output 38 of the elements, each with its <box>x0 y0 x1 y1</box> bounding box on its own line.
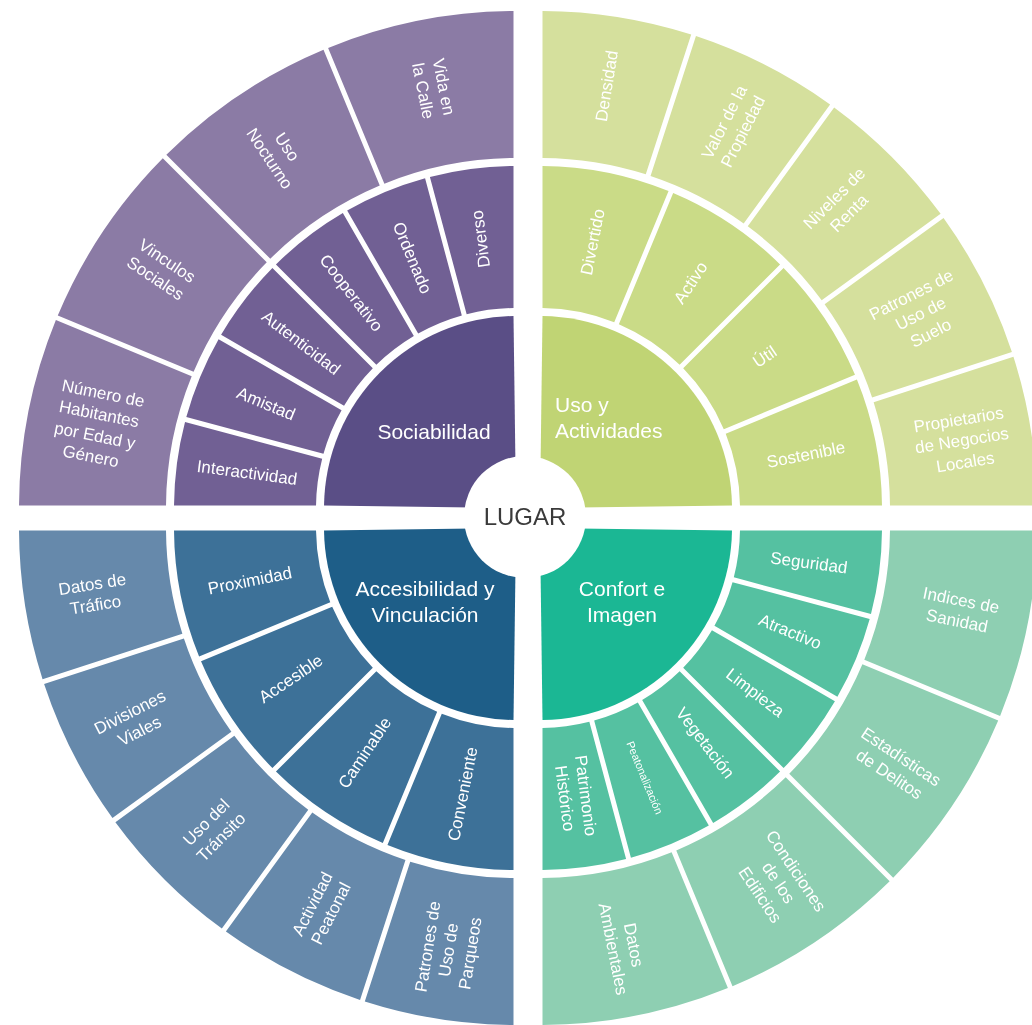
ring-segment <box>733 530 882 615</box>
ring-segment <box>429 166 514 315</box>
segment-label: Confort e Imagen <box>577 575 667 628</box>
ring-segment <box>174 421 323 506</box>
segment-label: Uso y Actividades <box>555 391 664 444</box>
ring-segment <box>364 861 514 1025</box>
segment-label: Sostenible <box>764 436 847 474</box>
ring-segment <box>873 356 1032 506</box>
ring-segment <box>725 379 882 506</box>
ring-segment <box>542 721 627 870</box>
segment-label: Patrones de Uso de Parqueos <box>410 899 487 996</box>
ring-segment <box>19 320 192 506</box>
segment-label: Sociabilidad <box>377 418 491 445</box>
segment-label: Indices de Sanidad <box>920 582 1003 640</box>
segment-label: Divertido <box>575 207 610 278</box>
ring-segment <box>542 166 669 323</box>
ring-segment <box>542 11 692 175</box>
segment-label: Proximidad <box>206 562 294 600</box>
ring-segment <box>618 192 781 365</box>
ring-segment <box>864 530 1032 716</box>
segment-label: Interactividad <box>195 455 299 490</box>
segment-label: Datos Ambientales <box>593 900 649 1000</box>
quadrant-sector <box>540 316 732 508</box>
segment-label: Accesibilidad y Vinculación <box>354 575 496 628</box>
segment-label: Propietarios de Negocios Locales <box>911 402 1012 478</box>
segment-label: Patrimonio Histórico <box>550 752 602 839</box>
ring-segment <box>328 11 514 184</box>
segment-label: Útil <box>749 341 782 374</box>
segment-label: Seguridad <box>768 547 849 579</box>
ring-segment <box>542 852 728 1025</box>
ring-segment <box>174 530 331 657</box>
ring-segment <box>19 530 183 680</box>
segment-label: Vida en la Calle <box>406 55 460 123</box>
segment-label: Diverso <box>466 209 495 270</box>
segment-label: Densidad <box>590 48 623 123</box>
segment-label: Número de Habitantes por Edad y Género <box>51 374 148 473</box>
segment-label: Datos de Tráfico <box>55 568 129 621</box>
center-label: LUGAR <box>483 502 567 532</box>
